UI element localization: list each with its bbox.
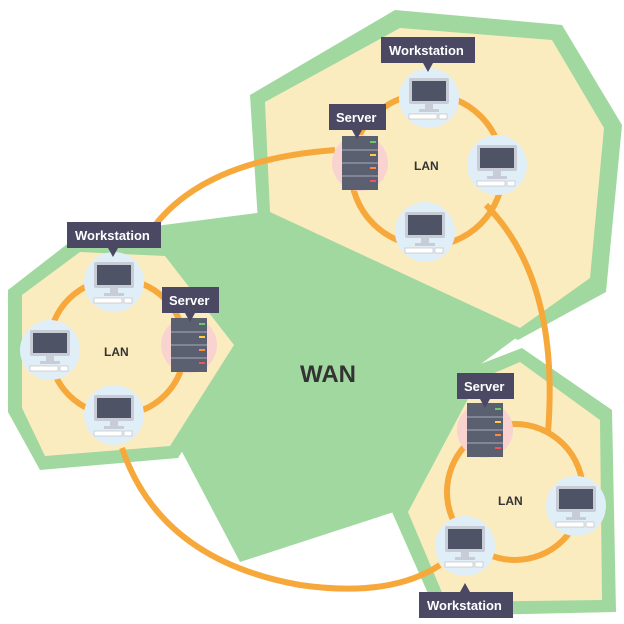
- workstation-icon[interactable]: [19, 319, 81, 381]
- lan-label: LAN: [498, 494, 523, 508]
- workstation-icon[interactable]: [466, 134, 528, 196]
- workstation-icon[interactable]: [394, 201, 456, 263]
- svg-text:Server: Server: [464, 379, 504, 394]
- server-tag: Server: [329, 104, 386, 139]
- svg-text:Workstation: Workstation: [75, 228, 150, 243]
- svg-text:Workstation: Workstation: [389, 43, 464, 58]
- server-tag: Server: [457, 373, 514, 408]
- svg-text:Server: Server: [169, 293, 209, 308]
- lan-label: LAN: [414, 159, 439, 173]
- lan-label: LAN: [104, 345, 129, 359]
- svg-text:Workstation: Workstation: [427, 598, 502, 613]
- server-icon[interactable]: [160, 316, 218, 374]
- workstation-icon[interactable]: [398, 67, 460, 129]
- workstation-icon[interactable]: [83, 384, 145, 446]
- workstation-icon[interactable]: [545, 475, 607, 537]
- workstation-tag: Workstation: [419, 583, 513, 618]
- server-tag: Server: [162, 287, 219, 322]
- workstation-tag: Workstation: [381, 37, 475, 72]
- wan-links: [119, 147, 553, 592]
- workstation-tag: Workstation: [67, 222, 161, 257]
- workstation-icon[interactable]: [83, 251, 145, 313]
- workstation-icon[interactable]: [434, 515, 496, 577]
- wan-label: WAN: [300, 361, 356, 388]
- server-icon[interactable]: [456, 401, 514, 459]
- svg-text:Server: Server: [336, 110, 376, 125]
- wan-region: [140, 212, 520, 562]
- server-icon[interactable]: [331, 134, 389, 192]
